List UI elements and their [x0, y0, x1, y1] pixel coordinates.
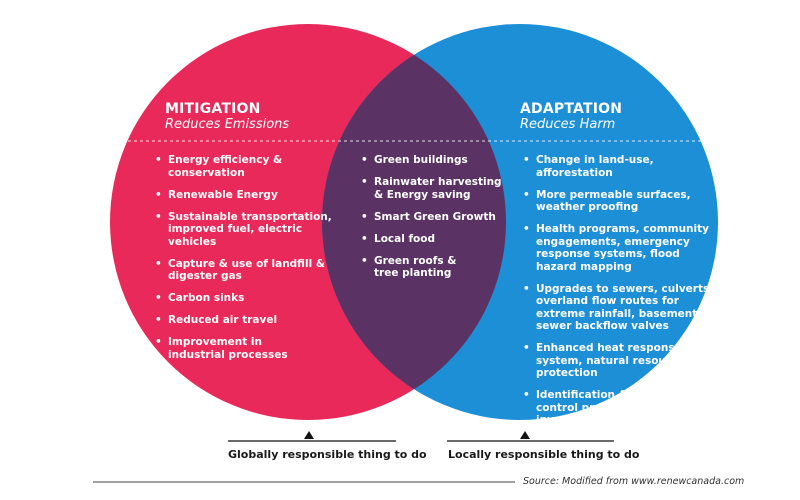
right-caption: Locally responsible thing to do: [448, 448, 640, 461]
adaptation-title: ADAPTATION: [520, 101, 623, 117]
right-pointer: [520, 431, 530, 439]
list-item: Upgrades to sewers, culverts & overland …: [523, 283, 728, 333]
list-item: Enhanced heat response system, natural r…: [523, 342, 728, 380]
list-item: Green roofs & tree planting: [361, 255, 469, 280]
list-item: Smart Green Growth: [361, 211, 511, 224]
source-note: Source: Modified from www.renewcanada.co…: [523, 476, 745, 487]
list-item: Rainwater harvesting & Energy saving: [361, 176, 511, 201]
list-item: Local food: [361, 233, 511, 246]
left-pointer: [304, 431, 314, 439]
list-item: Change in land-use, afforestation: [523, 154, 728, 179]
list-item: Renewable Energy: [155, 189, 343, 202]
list-item: Identification & control programs for in…: [523, 389, 671, 427]
list-item: Health programs, community engagements, …: [523, 223, 711, 273]
mitigation-subtitle: Reduces Emissions: [165, 117, 290, 132]
list-item: Sustainable transportation, improved fue…: [155, 211, 343, 249]
adaptation-list: Change in land-use, afforestation More p…: [523, 154, 728, 436]
adaptation-subtitle: Reduces Harm: [520, 117, 616, 132]
list-item: Carbon sinks: [155, 292, 343, 305]
list-item: Improvement in industrial processes: [155, 336, 308, 361]
overlap-region: [322, 24, 506, 420]
overlap-list: Green buildings Rainwater harvesting & E…: [361, 154, 511, 289]
list-item: Green buildings: [361, 154, 511, 167]
list-item: More permeable surfaces, weather proofin…: [523, 189, 711, 214]
list-item: Reduced air travel: [155, 314, 343, 327]
list-item: Capture & use of landfill & digester gas: [155, 258, 343, 283]
mitigation-list: Energy efficiency & conservation Renewab…: [155, 154, 343, 371]
left-caption: Globally responsible thing to do: [228, 448, 427, 461]
list-item: Energy efficiency & conservation: [155, 154, 343, 179]
mitigation-title: MITIGATION: [165, 101, 261, 117]
